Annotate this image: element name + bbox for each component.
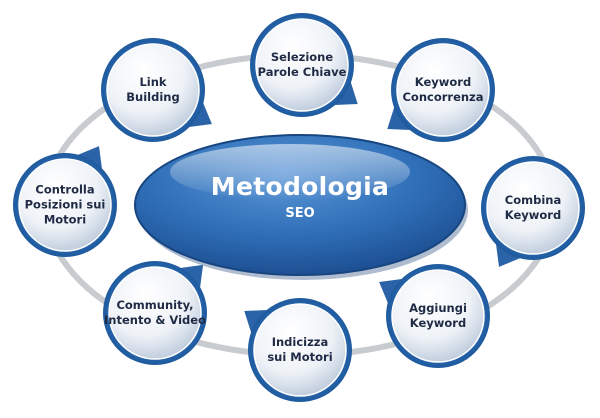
- node-keyword-concorrenza: [387, 38, 495, 142]
- node-label-community: Community,Intento & Video: [100, 298, 210, 328]
- node-label-line: Concorrenza: [402, 90, 484, 104]
- node-label-line: Keyword: [414, 75, 472, 89]
- node-disc: [108, 266, 202, 360]
- node-label-line: Parole Chiave: [257, 65, 347, 79]
- node-label-line: Selezione: [270, 50, 334, 64]
- node-link-building: [101, 38, 212, 142]
- node-community: [103, 261, 207, 365]
- node-indicizza: [244, 298, 352, 402]
- node-label-line: Building: [126, 90, 180, 104]
- node-label-line: sui Motori: [267, 350, 333, 364]
- node-label-line: Controlla: [35, 182, 95, 197]
- node-label-line: Aggiungi: [409, 301, 467, 315]
- node-label-line: Motori: [43, 212, 87, 227]
- node-label-line: Combina: [504, 193, 562, 207]
- node-disc: [391, 269, 485, 363]
- nodes-layer: [13, 13, 585, 402]
- node-label-line: Link: [139, 75, 167, 89]
- node-disc: [106, 43, 200, 137]
- node-label-line: Intento & Video: [104, 313, 206, 327]
- node-disc: [255, 18, 349, 112]
- center-ellipse: [134, 134, 468, 280]
- center-subtitle: SEO: [285, 206, 315, 221]
- node-selezione: [250, 13, 358, 117]
- node-label-line: Posizioni sui: [24, 197, 106, 212]
- node-label-line: Keyword: [409, 316, 467, 330]
- node-combina: [481, 156, 585, 267]
- node-disc: [253, 303, 347, 397]
- node-label-line: Indicizza: [271, 335, 329, 349]
- node-disc: [486, 161, 580, 255]
- node-disc: [18, 158, 112, 252]
- node-aggiungi: [379, 264, 490, 368]
- node-label-line: Community,: [116, 298, 194, 312]
- node-controlla: [13, 146, 117, 257]
- node-disc: [396, 43, 490, 137]
- node-label-line: Keyword: [504, 208, 562, 222]
- center-title: Metodologia: [210, 172, 390, 201]
